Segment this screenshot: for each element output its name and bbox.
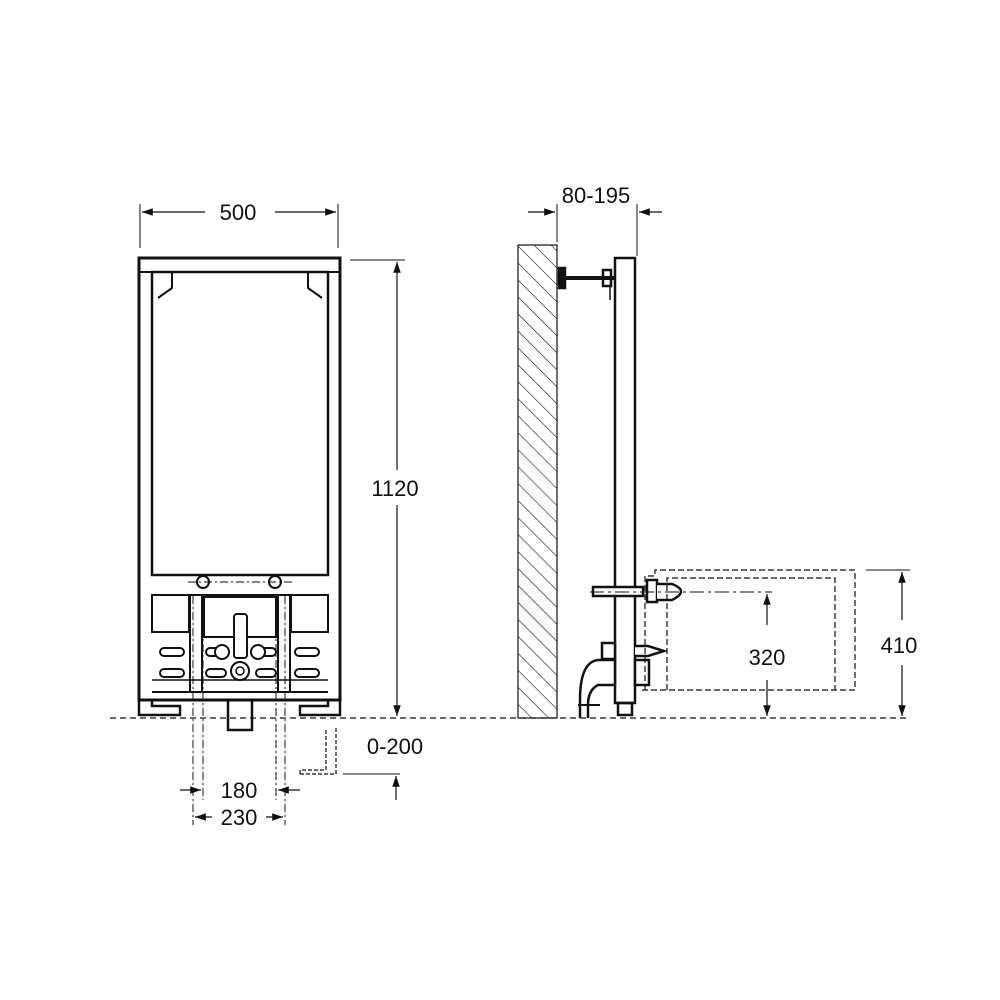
dimension-depth: 80-195 bbox=[528, 183, 662, 256]
inner-spacing-label: 180 bbox=[221, 778, 258, 803]
dimension-spacing bbox=[180, 596, 300, 825]
dimension-floor-adjust: 0-200 bbox=[299, 728, 423, 800]
dimension-top-height: 410 bbox=[866, 569, 918, 716]
dimension-width: 500 bbox=[139, 200, 339, 248]
width-label: 500 bbox=[220, 200, 257, 225]
depth-label: 80-195 bbox=[562, 183, 631, 208]
dimension-height: 1120 bbox=[350, 259, 419, 716]
dimension-axis-height: 320 bbox=[749, 594, 786, 716]
floor-adjust-label: 0-200 bbox=[367, 734, 423, 759]
side-view-frame bbox=[557, 256, 683, 718]
axis-height-label: 320 bbox=[749, 645, 786, 670]
outer-spacing-label: 230 bbox=[221, 805, 258, 830]
height-label: 1120 bbox=[371, 476, 418, 501]
wall-hatched bbox=[517, 244, 558, 719]
bidet-outline bbox=[640, 569, 856, 691]
front-view-frame bbox=[137, 256, 342, 732]
top-height-label: 410 bbox=[881, 633, 918, 658]
